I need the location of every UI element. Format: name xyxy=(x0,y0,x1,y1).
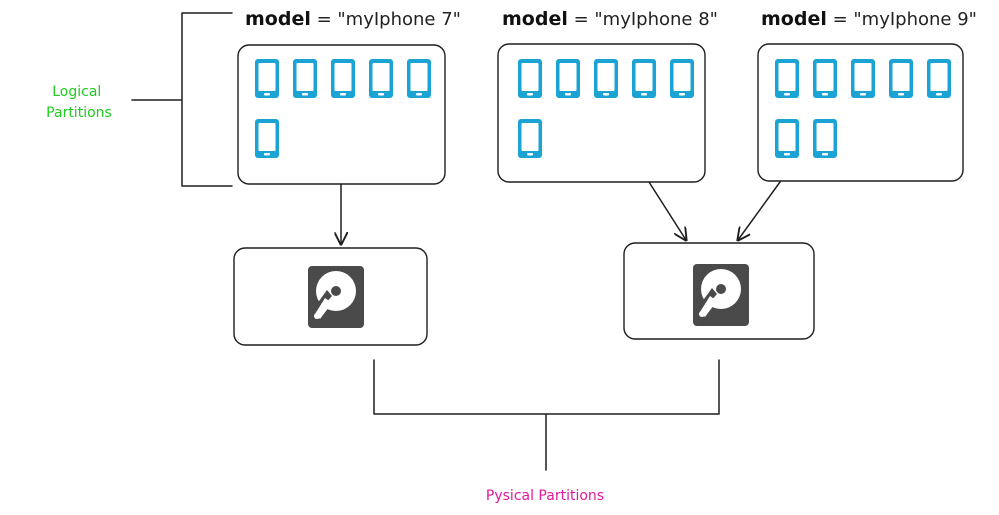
smartphone-icon xyxy=(889,59,913,98)
smartphone-icon xyxy=(775,59,799,98)
hard-disk-icon xyxy=(693,264,749,326)
smartphone-icon xyxy=(518,119,542,158)
smartphone-icon xyxy=(255,59,279,98)
arrow-partition-2-to-disk-2 xyxy=(648,181,686,240)
partition-header-2-value: = "myIphone 8" xyxy=(568,9,718,30)
logical-label-line-1: Logical xyxy=(52,84,101,100)
smartphone-icon xyxy=(369,59,393,98)
hard-disk-icon xyxy=(308,266,364,328)
smartphone-icon xyxy=(775,119,799,158)
partition-header-2: model = "myIphone 8" xyxy=(502,8,718,30)
smartphone-icon xyxy=(927,59,951,98)
smartphone-icon xyxy=(556,59,580,98)
partition-header-3: model = "myIphone 9" xyxy=(761,8,977,30)
partition-header-1-value: = "myIphone 7" xyxy=(311,9,461,30)
smartphone-icon xyxy=(632,59,656,98)
smartphone-icon xyxy=(813,59,837,98)
smartphone-icon xyxy=(851,59,875,98)
partition-header-3-value: = "myIphone 9" xyxy=(827,9,977,30)
partition-header-3-key: model xyxy=(761,8,827,30)
partition-header-1: model = "myIphone 7" xyxy=(245,8,461,30)
physical-bracket xyxy=(373,359,720,471)
smartphone-icon xyxy=(407,59,431,98)
smartphone-icon xyxy=(293,59,317,98)
logical-label-line-2: Partitions xyxy=(46,105,112,121)
smartphone-icon xyxy=(813,119,837,158)
smartphone-icon xyxy=(518,59,542,98)
partition-header-2-key: model xyxy=(502,8,568,30)
smartphone-icon xyxy=(594,59,618,98)
partition-header-1-key: model xyxy=(245,8,311,30)
physical-label: Pysical Partitions xyxy=(486,488,604,504)
phone-grid-1 xyxy=(255,59,431,158)
logical-bracket xyxy=(131,12,233,187)
smartphone-icon xyxy=(255,119,279,158)
phone-grid-2 xyxy=(518,59,694,158)
smartphone-icon xyxy=(670,59,694,98)
logical-label: Logical Partitions xyxy=(46,84,112,121)
smartphone-icon xyxy=(331,59,355,98)
phone-grid-3 xyxy=(775,59,951,158)
arrow-partition-3-to-disk-2 xyxy=(738,181,781,240)
